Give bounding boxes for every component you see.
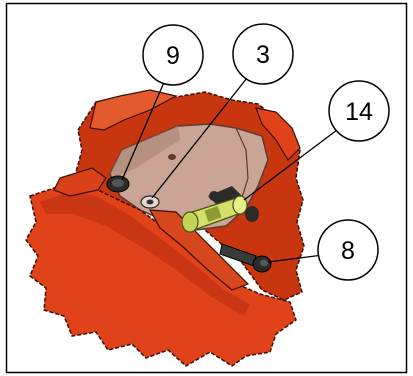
callout-9: 9: [142, 24, 204, 86]
callout-14: 14: [328, 80, 390, 142]
plate-edge-line: [235, 127, 249, 205]
housing-left-lug: [53, 167, 107, 197]
callout-label-8: 8: [341, 237, 355, 265]
bolt-part-8: [219, 243, 272, 273]
leader-line-8: [267, 254, 324, 263]
callout-label-9: 9: [166, 42, 180, 70]
callout-label-3: 3: [256, 41, 270, 69]
leader-line-9: [121, 79, 166, 181]
housing-casting: [25, 89, 305, 367]
housing-top-rim: [89, 89, 178, 131]
callout-3: 3: [232, 23, 294, 85]
leader-lines: [121, 77, 338, 263]
housing-right-ridge: [255, 107, 301, 161]
housing-front-shade: [40, 192, 250, 316]
callout-label-14: 14: [345, 98, 373, 126]
fitting-part-14: [181, 186, 259, 233]
callout-8: 8: [317, 219, 379, 281]
bolt-part-9: [106, 175, 130, 193]
leader-line-3: [151, 77, 248, 199]
washer-part-3: [140, 195, 160, 209]
plate-shade: [110, 126, 180, 176]
housing-front-wall: [25, 185, 297, 367]
plate-hole: [168, 154, 176, 160]
leader-line-14: [243, 129, 338, 201]
